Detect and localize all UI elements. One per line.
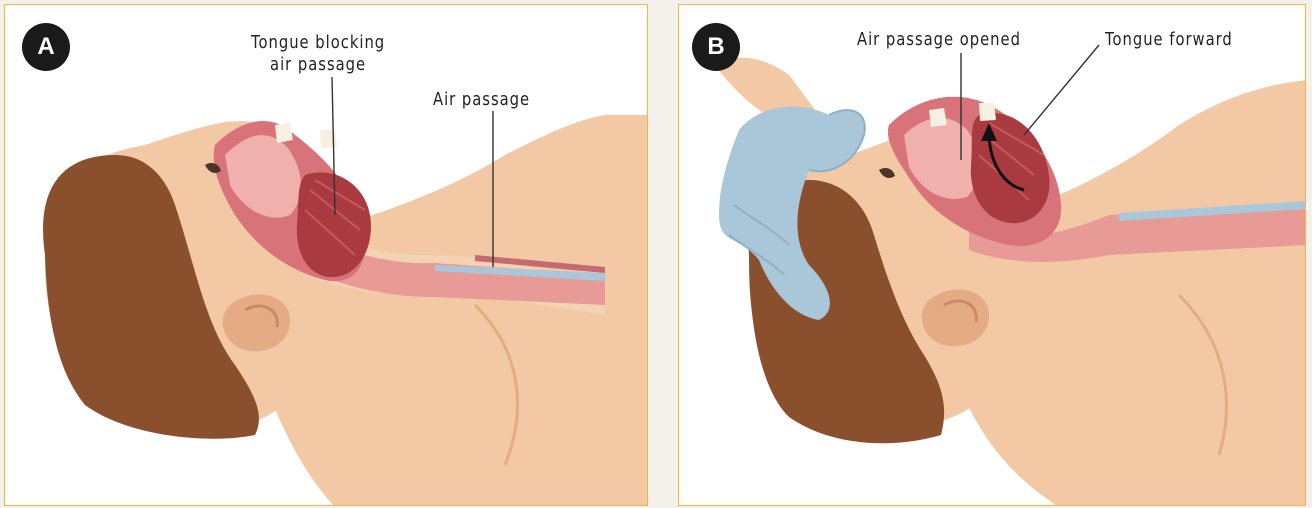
label-tongue-forward: Tongue forward bbox=[1105, 29, 1233, 51]
illustration-a bbox=[5, 5, 648, 506]
panel-letter-a: A bbox=[22, 23, 70, 71]
panel-a: A Tongue blocking air passage Air passag… bbox=[4, 4, 648, 506]
tongue bbox=[971, 113, 1050, 223]
label-line-1: Tongue blocking bbox=[251, 32, 385, 54]
ear bbox=[223, 294, 290, 351]
panel-b: B Air passage opened Tongue forward bbox=[678, 4, 1306, 506]
label-air-passage: Air passage bbox=[433, 89, 530, 111]
panel-letter-b: B bbox=[692, 23, 740, 71]
label-line-2: air passage bbox=[251, 54, 385, 76]
illustration-b bbox=[679, 5, 1306, 506]
label-tongue-blocking: Tongue blocking air passage bbox=[251, 32, 385, 76]
ear bbox=[922, 289, 989, 346]
label-air-passage-opened: Air passage opened bbox=[857, 29, 1021, 51]
